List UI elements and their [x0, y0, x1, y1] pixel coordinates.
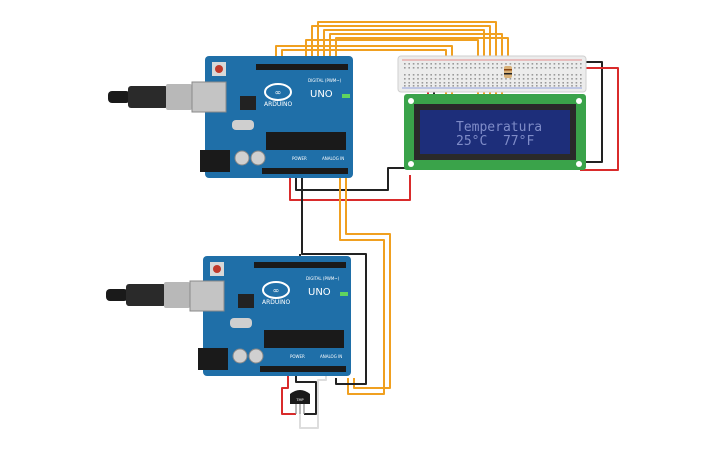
board-top-model: UNO — [310, 89, 333, 100]
arduino-board-top[interactable]: ∞ ARDUINO UNO DIGITAL (PWM~) POWER ANALO… — [191, 56, 353, 178]
svg-text:∞: ∞ — [275, 88, 282, 97]
board-top-analog-label: ANALOG IN — [322, 156, 344, 161]
temperature-sensor-icon[interactable]: TMP — [290, 390, 310, 414]
usb-cable-icon[interactable] — [108, 84, 192, 110]
sensor-label: TMP — [295, 398, 303, 402]
usb-cable-icon[interactable] — [106, 282, 190, 308]
wire-black-link[interactable] — [301, 176, 367, 385]
svg-text:∞: ∞ — [273, 286, 280, 295]
resistor-icon[interactable] — [504, 66, 512, 78]
wire-white-sensor[interactable] — [299, 372, 327, 429]
lcd-line-2: 25°C 77°F — [456, 134, 534, 149]
lcd-line-1: Temperatura — [456, 120, 542, 135]
lcd-module[interactable]: Temperatura 25°C 77°F — [404, 94, 586, 170]
wire-red-sensor[interactable] — [281, 372, 296, 415]
board-top-power-label: POWER — [292, 156, 307, 161]
wire-orange-8[interactable] — [335, 37, 509, 72]
board-bottom-analog-label: ANALOG IN — [320, 354, 342, 359]
arduino-board-bottom[interactable]: ∞ ARDUINO UNO DIGITAL (PWM~) POWER ANALO… — [189, 256, 351, 376]
breadboard[interactable] — [397, 55, 587, 93]
wire-black-rail[interactable] — [578, 61, 603, 163]
wire-orange-link-2[interactable] — [345, 176, 391, 389]
board-bottom-logo: ARDUINO — [262, 299, 291, 306]
board-bottom-model: UNO — [308, 287, 331, 298]
board-bottom-power-label: POWER — [290, 354, 305, 359]
wire-orange-link-1[interactable] — [339, 176, 385, 395]
breadboard-holes — [404, 63, 582, 87]
board-top-digital-label: DIGITAL (PWM~) — [308, 78, 342, 83]
wire-black-sensor[interactable] — [295, 372, 317, 415]
wire-red-rail[interactable] — [578, 67, 619, 171]
board-bottom-digital-label: DIGITAL (PWM~) — [306, 276, 340, 281]
wire-black-gnd-top[interactable] — [295, 167, 410, 191]
board-top-logo: ARDUINO — [264, 101, 293, 108]
wire-red-5v-top[interactable] — [289, 175, 411, 201]
